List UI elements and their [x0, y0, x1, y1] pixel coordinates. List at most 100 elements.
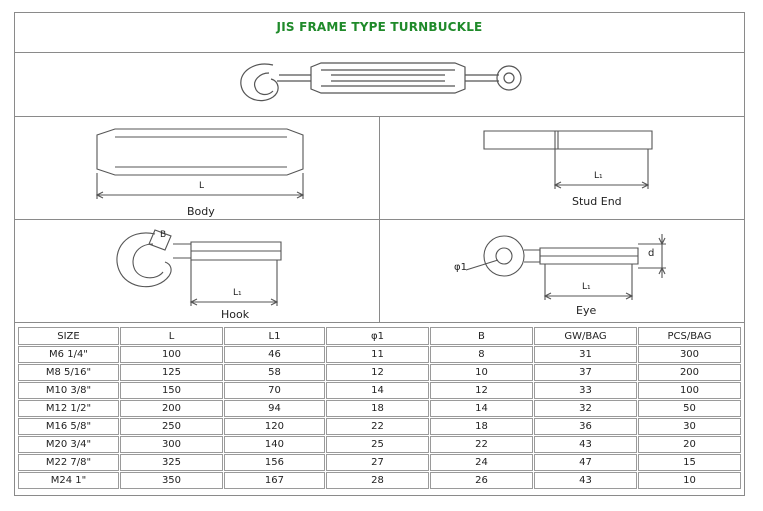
cell-l: 300: [119, 436, 223, 453]
turnbuckle-assembly-drawing: [15, 53, 744, 117]
cell-b: 18: [429, 418, 533, 435]
table-row: M8 5/16" 125 58 12 10 37 200: [18, 364, 741, 381]
cell-gw-bag: 43: [533, 436, 637, 453]
cell-size: M6 1/4": [18, 346, 119, 363]
table-row: M16 5/8" 250 120 22 18 36 30: [18, 418, 741, 435]
cell-l1: 156: [223, 454, 325, 471]
cell-pcs-bag: 300: [637, 346, 741, 363]
cell-l: 100: [119, 346, 223, 363]
cell-b: 24: [429, 454, 533, 471]
cell-l: 325: [119, 454, 223, 471]
header-l: L: [119, 327, 223, 345]
cell-l1: 167: [223, 472, 325, 489]
detail-row-1: L Body L₁ Stud End: [15, 117, 744, 220]
hook-dimension-label: L₁: [233, 288, 242, 298]
header-pcs-bag: PCS/BAG: [637, 327, 741, 345]
cell-size: M16 5/8": [18, 418, 119, 435]
header-l1: L1: [223, 327, 325, 345]
cell-l1: 140: [223, 436, 325, 453]
eye-d-label: d: [648, 248, 655, 259]
header-b: B: [429, 327, 533, 345]
eye-dimension-label: L₁: [582, 282, 591, 292]
cell-l1: 58: [223, 364, 325, 381]
cell-phi1: 25: [325, 436, 429, 453]
cell-l1: 120: [223, 418, 325, 435]
cell-l: 250: [119, 418, 223, 435]
cell-size: M24 1": [18, 472, 119, 489]
table-row: M20 3/4" 300 140 25 22 43 20: [18, 436, 741, 453]
cell-gw-bag: 47: [533, 454, 637, 471]
title-row: JIS FRAME TYPE TURNBUCKLE: [15, 13, 744, 53]
table-row: M6 1/4" 100 46 11 8 31 300: [18, 346, 741, 363]
spec-table-wrapper: SIZE L L1 φ1 B GW/BAG PCS/BAG M6 1/4" 10…: [17, 326, 742, 490]
table-row: M24 1" 350 167 28 26 43 10: [18, 472, 741, 489]
table-header-row: SIZE L L1 φ1 B GW/BAG PCS/BAG: [18, 327, 741, 345]
hook-b-label: B: [160, 230, 167, 240]
cell-pcs-bag: 50: [637, 400, 741, 417]
cell-b: 22: [429, 436, 533, 453]
cell-l: 350: [119, 472, 223, 489]
body-illustration: [95, 128, 305, 199]
cell-phi1: 22: [325, 418, 429, 435]
header-phi1: φ1: [325, 327, 429, 345]
cell-pcs-bag: 100: [637, 382, 741, 399]
page-title: JIS FRAME TYPE TURNBUCKLE: [276, 20, 483, 34]
cell-gw-bag: 33: [533, 382, 637, 399]
cell-pcs-bag: 200: [637, 364, 741, 381]
body-drawing-cell: L Body: [15, 117, 380, 219]
cell-b: 14: [429, 400, 533, 417]
stud-end-drawing-cell: L₁ Stud End: [380, 117, 744, 219]
cell-size: M20 3/4": [18, 436, 119, 453]
cell-l: 125: [119, 364, 223, 381]
cell-size: M8 5/16": [18, 364, 119, 381]
table-row: M22 7/8" 325 156 27 24 47 15: [18, 454, 741, 471]
stud-end-illustration: [483, 130, 653, 189]
cell-l1: 46: [223, 346, 325, 363]
cell-l: 150: [119, 382, 223, 399]
table-row: M10 3/8" 150 70 14 12 33 100: [18, 382, 741, 399]
cell-pcs-bag: 30: [637, 418, 741, 435]
header-gw-bag: GW/BAG: [533, 327, 637, 345]
cell-gw-bag: 31: [533, 346, 637, 363]
cell-gw-bag: 43: [533, 472, 637, 489]
cell-size: M12 1/2": [18, 400, 119, 417]
cell-size: M22 7/8": [18, 454, 119, 471]
cell-l1: 94: [223, 400, 325, 417]
table-row: M12 1/2" 200 94 18 14 32 50: [18, 400, 741, 417]
cell-l1: 70: [223, 382, 325, 399]
turnbuckle-assembly-illustration: [240, 62, 522, 102]
cell-pcs-bag: 20: [637, 436, 741, 453]
cell-gw-bag: 32: [533, 400, 637, 417]
cell-gw-bag: 37: [533, 364, 637, 381]
cell-b: 12: [429, 382, 533, 399]
cell-phi1: 11: [325, 346, 429, 363]
hook-caption: Hook: [221, 308, 250, 321]
cell-pcs-bag: 15: [637, 454, 741, 471]
cell-phi1: 14: [325, 382, 429, 399]
spec-table: SIZE L L1 φ1 B GW/BAG PCS/BAG M6 1/4" 10…: [17, 326, 742, 490]
hook-drawing-cell: B L₁ Hook: [15, 220, 380, 322]
stud-end-caption: Stud End: [572, 195, 622, 208]
cell-l: 200: [119, 400, 223, 417]
cell-phi1: 18: [325, 400, 429, 417]
eye-drawing-cell: φ1 d L₁ Eye: [380, 220, 744, 322]
cell-phi1: 27: [325, 454, 429, 471]
stud-end-dimension-label: L₁: [594, 171, 603, 181]
cell-b: 10: [429, 364, 533, 381]
cell-b: 26: [429, 472, 533, 489]
eye-caption: Eye: [576, 304, 597, 317]
cell-gw-bag: 36: [533, 418, 637, 435]
spec-sheet-frame: JIS FRAME TYPE TURNBUCKLE: [14, 12, 745, 496]
cell-phi1: 28: [325, 472, 429, 489]
cell-size: M10 3/8": [18, 382, 119, 399]
cell-pcs-bag: 10: [637, 472, 741, 489]
body-dimension-label: L: [199, 181, 205, 191]
eye-illustration: [465, 234, 666, 300]
cell-b: 8: [429, 346, 533, 363]
header-size: SIZE: [18, 327, 119, 345]
hook-illustration: [116, 229, 282, 306]
detail-row-2: B L₁ Hook: [15, 220, 744, 323]
eye-phi-label: φ1: [454, 262, 467, 273]
cell-phi1: 12: [325, 364, 429, 381]
body-caption: Body: [187, 205, 215, 218]
